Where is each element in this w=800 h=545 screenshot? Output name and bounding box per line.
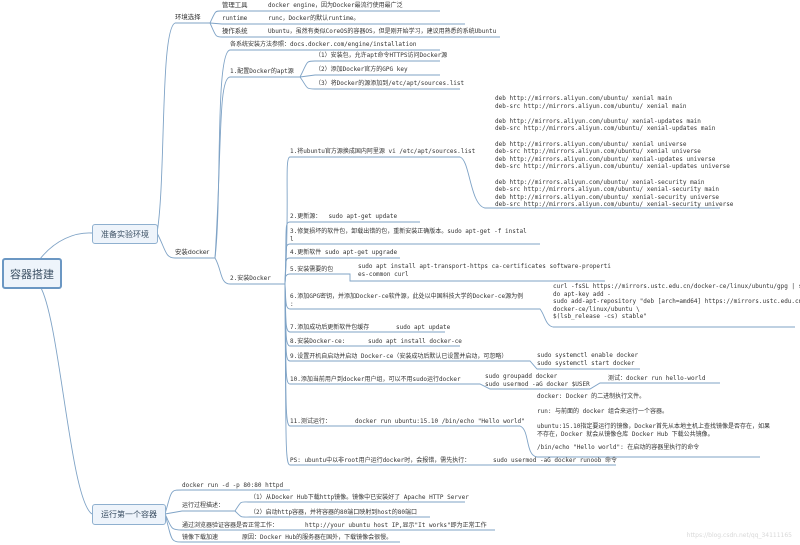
- step-11[interactable]: 11.测试运行：: [290, 418, 331, 425]
- step-10-cmd: sudo groupadd docker sudo usermod -aG do…: [485, 373, 590, 388]
- env-key-runtime[interactable]: runtime: [222, 15, 248, 22]
- sources-list: deb http://mirrors.aliyun.com/ubuntu/ xe…: [495, 95, 734, 209]
- mirror-node[interactable]: 镜像下载加速: [182, 534, 219, 541]
- step-6-cmd: curl -fsSL https://mirrors.ustc.edu.cn/d…: [553, 283, 800, 321]
- step-4[interactable]: 4.更新软件 sudo apt-get upgrade: [290, 249, 398, 256]
- step-9[interactable]: 9.设置开机自启动并启动 Docker-ce（安装成功后默认已设置并启动，可忽略…: [290, 353, 508, 360]
- install-node[interactable]: 安装docker: [175, 248, 210, 256]
- process-item[interactable]: （2）启动http容器，并将容器的80端口映射到host的80端口: [250, 509, 417, 516]
- step-10-test: 测试：docker run hello-world: [608, 375, 706, 382]
- run-cmd[interactable]: docker run -d -p 80:80 httpd: [182, 482, 284, 489]
- step-11-note: ubuntu:15.10指定要运行的镜像，Docker首先从本地主机上查找镜像是…: [537, 423, 771, 438]
- step-11-cmd: docker run ubuntu:15.10 /bin/echo "Hello…: [355, 418, 525, 425]
- step-11-note: run: 与前面的 docker 组合来运行一个容器。: [537, 408, 668, 415]
- step-5[interactable]: 5.安装需要的包: [290, 266, 334, 273]
- step-11-note: /bin/echo "Hello world": 在启动的容器里执行的命令: [537, 444, 700, 451]
- step-2[interactable]: 2.更新源： sudo apt-get update: [290, 213, 398, 220]
- apt-node[interactable]: 1.配置Docker的apt源: [230, 68, 294, 75]
- step-9-cmd: sudo systemctl enable docker sudo system…: [537, 352, 639, 367]
- step-11-note: docker: Docker 的二进制执行文件。: [537, 393, 646, 400]
- env-key-os[interactable]: 操作系统: [222, 27, 248, 35]
- docker-node[interactable]: 2.安装Docker: [230, 275, 271, 282]
- step-1[interactable]: 1.将ubuntu官方源换成国内阿里源 vi /etc/apt/sources.…: [290, 148, 476, 155]
- apt-item[interactable]: （1）安装包，允许apt命令HTTPS访问Docker源: [315, 52, 448, 59]
- env-val-runtime: runc，Docker的默认runtime。: [268, 15, 360, 22]
- env-node[interactable]: 环境选择: [175, 13, 201, 21]
- ps-cmd: sudo usermod -aG docker runoob 命令: [493, 457, 617, 464]
- verify-node[interactable]: 通过浏览器验证容器是否正常工作：: [182, 522, 279, 529]
- step-8[interactable]: 8.安装Docker-ce:: [290, 338, 346, 345]
- env-val-os: Ubuntu，虽然有类似CoreOS的容器OS，但是刚开始学习，建议用熟悉的系统…: [268, 28, 497, 35]
- mirror-value: 原因：Docker Hub的服务器在国外，下载镜像会很慢。: [242, 534, 393, 541]
- apt-item[interactable]: （3）将Docker的源添加到/etc/apt/sources.list: [315, 80, 465, 87]
- branch-prepare[interactable]: 准备实验环境: [92, 224, 158, 244]
- verify-value: http://your ubuntu host IP,显示"It works"即…: [305, 522, 487, 529]
- step-3[interactable]: 3.修复损坏的软件包，卸载出错的包，重新安装正确版本。sudo apt-get …: [290, 228, 527, 243]
- step-8-cmd: sudo apt install docker-ce: [368, 338, 462, 345]
- env-val-tool: docker engine，因为Docker最流行使用最广泛: [268, 2, 403, 9]
- step-7-cmd: sudo apt update: [396, 324, 451, 331]
- branch-run[interactable]: 运行第一个容器: [92, 504, 166, 525]
- step-7[interactable]: 7.添加成功后更新软件包缓存: [290, 324, 370, 331]
- watermark: https://blog.csdn.net/qq_34111165: [686, 532, 792, 539]
- step-6[interactable]: 6.添加GPG密钥，并添加Docker-ce软件源，此处以中国科技大学的Dock…: [290, 293, 524, 308]
- step-5-cmd: sudo apt install apt-transport-https ca-…: [358, 263, 611, 278]
- step-10[interactable]: 10.添加当前用户到docker用户组，可以不用sudo运行docker: [290, 376, 461, 383]
- process-item[interactable]: （1）从Docker Hub下载http镜像。镜像中已安装好了 Apache H…: [250, 494, 469, 501]
- ps-note[interactable]: PS: ubuntu中以非root用户运行docker时，会报错，需先执行：: [290, 457, 471, 464]
- root-node[interactable]: 容器搭建: [2, 258, 62, 289]
- env-key-tool[interactable]: 管理工具: [222, 1, 248, 9]
- install-ref[interactable]: 各系统安装方法参照：docs.docker.com/engine/install…: [230, 41, 417, 48]
- process-node[interactable]: 运行过程描述：: [182, 502, 225, 509]
- apt-item[interactable]: （2）添加Docker官方的GPG key: [315, 66, 408, 73]
